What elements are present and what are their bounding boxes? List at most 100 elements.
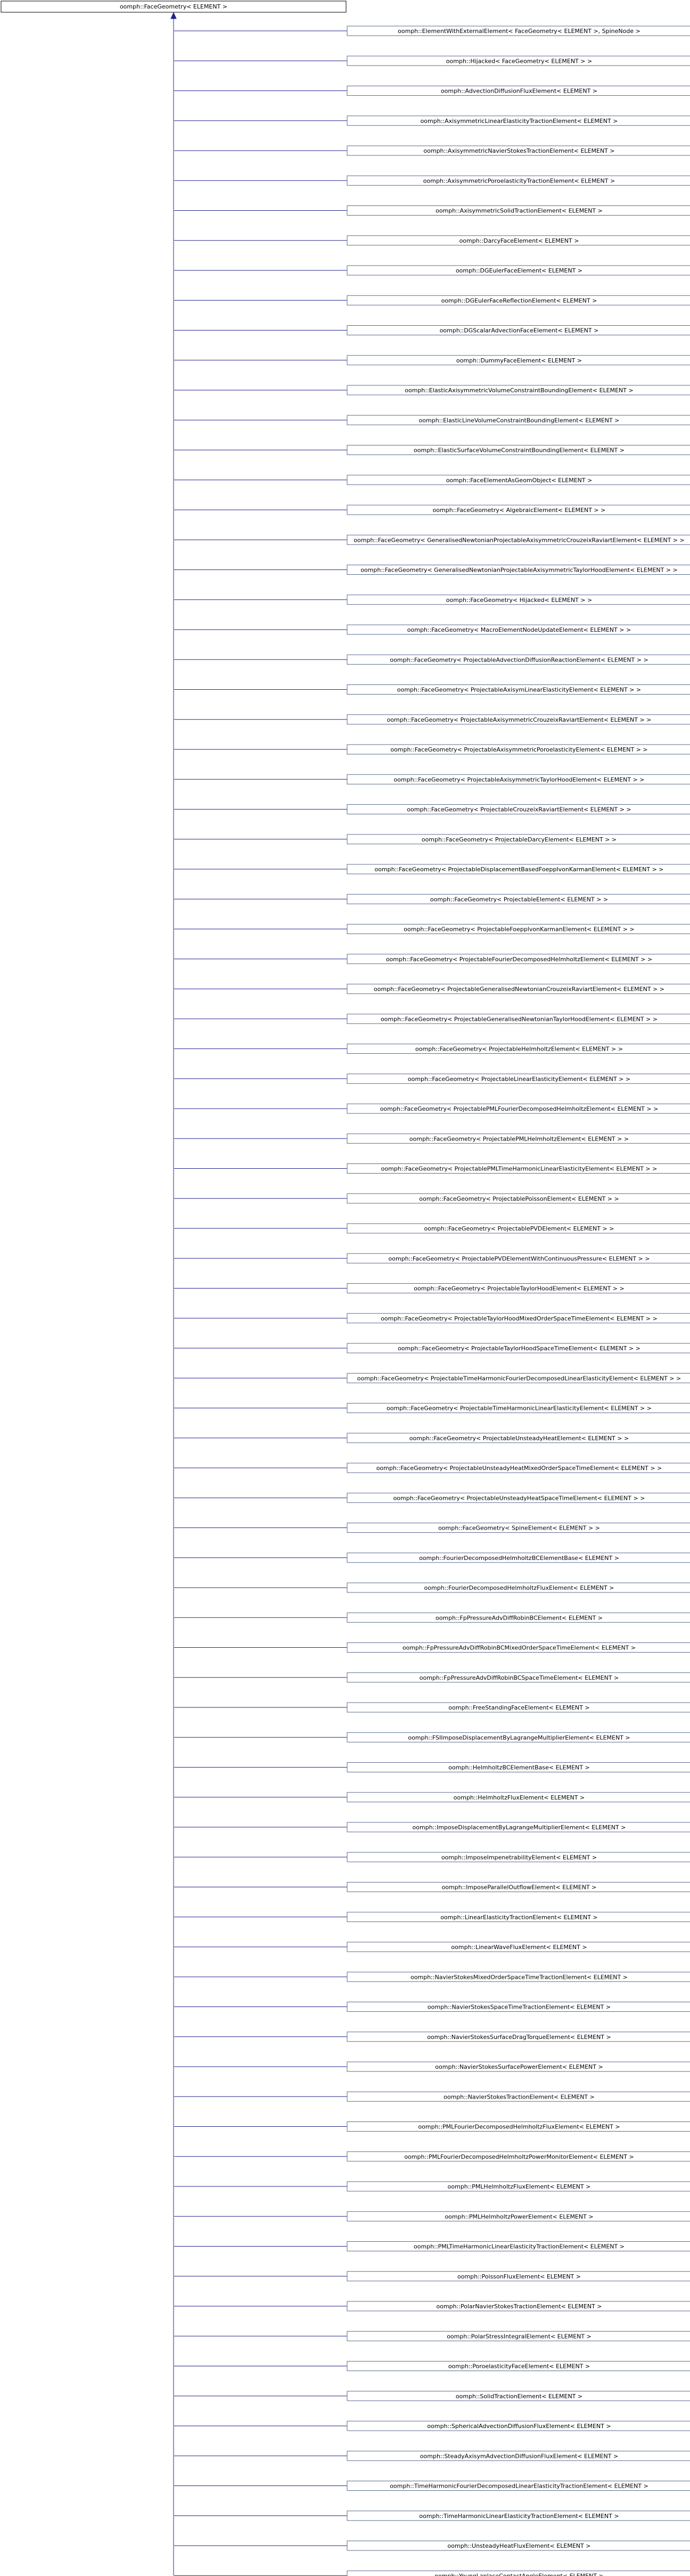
- derived-class-node[interactable]: oomph::ElasticSurfaceVolumeConstraintBou…: [347, 445, 690, 455]
- derived-class-node[interactable]: oomph::FaceGeometry< GeneralisedNewtonia…: [347, 534, 690, 545]
- derived-class-node[interactable]: oomph::NavierStokesMixedOrderSpaceTimeTr…: [347, 1971, 690, 1982]
- derived-class-node[interactable]: oomph::FaceGeometry< ProjectablePMLHelmh…: [347, 1133, 690, 1144]
- derived-class-node[interactable]: oomph::PMLFourierDecomposedHelmholtzPowe…: [347, 2151, 690, 2162]
- derived-class-node[interactable]: oomph::DummyFaceElement< ELEMENT >: [347, 355, 690, 366]
- derived-class-box: [347, 115, 690, 126]
- derived-class-node[interactable]: oomph::PoissonFluxElement< ELEMENT >: [347, 2271, 690, 2282]
- inheritance-edges: [170, 12, 347, 2576]
- derived-class-node[interactable]: oomph::ElasticLineVolumeConstraintBoundi…: [347, 415, 690, 425]
- derived-class-node[interactable]: oomph::FaceGeometry< SpineElement< ELEME…: [347, 1523, 690, 1533]
- derived-class-node[interactable]: oomph::FaceGeometry< Hijacked< ELEMENT >…: [347, 595, 690, 605]
- derived-class-node[interactable]: oomph::FaceGeometry< ProjectableAxisymme…: [347, 774, 690, 785]
- derived-class-node[interactable]: oomph::FaceGeometry< ProjectablePMLFouri…: [347, 1103, 690, 1114]
- derived-class-node[interactable]: oomph::PoroelasticityFaceElement< ELEMEN…: [347, 2361, 690, 2371]
- root-node[interactable]: oomph::FaceGeometry< ELEMENT >: [1, 1, 347, 13]
- derived-class-node[interactable]: oomph::FaceGeometry< ProjectableCrouzeix…: [347, 804, 690, 814]
- derived-class-node[interactable]: oomph::FpPressureAdvDiffRobinBCSpaceTime…: [347, 1672, 690, 1683]
- derived-class-node[interactable]: oomph::ImposeDisplacementByLagrangeMulti…: [347, 1822, 690, 1832]
- derived-class-node[interactable]: oomph::AxisymmetricLinearElasticityTract…: [347, 115, 690, 126]
- derived-class-node[interactable]: oomph::FaceGeometry< ProjectableTimeHarm…: [347, 1373, 690, 1383]
- derived-class-node[interactable]: oomph::FaceGeometry< ProjectableDisplace…: [347, 864, 690, 874]
- derived-class-label: oomph::PMLHelmholtzFluxElement< ELEMENT …: [448, 2183, 591, 2190]
- derived-class-label: oomph::SteadyAxisymAdvectionDiffusionFlu…: [420, 2453, 618, 2459]
- derived-class-node[interactable]: oomph::PMLFourierDecomposedHelmholtzFlux…: [347, 2121, 690, 2132]
- derived-class-node[interactable]: oomph::Hijacked< FaceGeometry< ELEMENT >…: [347, 55, 690, 66]
- derived-class-node[interactable]: oomph::FaceGeometry< ProjectableTaylorHo…: [347, 1343, 690, 1353]
- derived-class-node[interactable]: oomph::DGEulerFaceReflectionElement< ELE…: [347, 295, 690, 306]
- derived-class-node[interactable]: oomph::FaceGeometry< ProjectablePVDEleme…: [347, 1253, 690, 1264]
- derived-class-node[interactable]: oomph::FaceGeometry< MacroElementNodeUpd…: [347, 624, 690, 635]
- derived-class-node[interactable]: oomph::NavierStokesTractionElement< ELEM…: [347, 2091, 690, 2102]
- derived-class-node[interactable]: oomph::AxisymmetricPoroelasticityTractio…: [347, 175, 690, 186]
- derived-class-node[interactable]: oomph::FaceGeometry< ProjectableFoepplvo…: [347, 924, 690, 934]
- derived-class-node[interactable]: oomph::LinearWaveFluxElement< ELEMENT >: [347, 1942, 690, 1952]
- derived-class-node[interactable]: oomph::SolidTractionElement< ELEMENT >: [347, 2391, 690, 2401]
- derived-class-node[interactable]: oomph::FaceGeometry< ProjectableGenerali…: [347, 984, 690, 994]
- derived-class-node[interactable]: oomph::FaceElementAsGeomObject< ELEMENT …: [347, 475, 690, 485]
- derived-class-node[interactable]: oomph::FreeStandingFaceElement< ELEMENT …: [347, 1702, 690, 1713]
- derived-class-node[interactable]: oomph::NavierStokesSurfaceDragTorqueElem…: [347, 2032, 690, 2042]
- derived-class-node[interactable]: oomph::ImposeParallelOutflowElement< ELE…: [347, 1882, 690, 1892]
- derived-class-node[interactable]: oomph::FaceGeometry< ProjectablePMLTimeH…: [347, 1163, 690, 1174]
- derived-class-label: oomph::FaceGeometry< MacroElementNodeUpd…: [407, 626, 631, 633]
- derived-class-node[interactable]: oomph::FaceGeometry< ProjectablePoissonE…: [347, 1193, 690, 1204]
- derived-class-node[interactable]: oomph::FourierDecomposedHelmholtzFluxEle…: [347, 1582, 690, 1593]
- derived-class-node[interactable]: oomph::FaceGeometry< AlgebraicElement< E…: [347, 505, 690, 515]
- derived-class-node[interactable]: oomph::FaceGeometry< ProjectableHelmholt…: [347, 1044, 690, 1054]
- derived-class-node[interactable]: oomph::YoungLaplaceContactAngleElement< …: [347, 2570, 690, 2576]
- derived-class-node[interactable]: oomph::ElasticAxisymmetricVolumeConstrai…: [347, 385, 690, 395]
- derived-class-node[interactable]: oomph::FpPressureAdvDiffRobinBCMixedOrde…: [347, 1642, 690, 1653]
- derived-class-node[interactable]: oomph::NavierStokesSurfacePowerElement< …: [347, 2061, 690, 2072]
- derived-class-node[interactable]: oomph::FpPressureAdvDiffRobinBCElement< …: [347, 1612, 690, 1623]
- derived-class-node[interactable]: oomph::PMLHelmholtzPowerElement< ELEMENT…: [347, 2211, 690, 2222]
- derived-class-label: oomph::Hijacked< FaceGeometry< ELEMENT >…: [446, 57, 592, 64]
- derived-class-node[interactable]: oomph::FaceGeometry< GeneralisedNewtonia…: [347, 565, 690, 575]
- derived-class-label: oomph::FaceGeometry< AlgebraicElement< E…: [433, 507, 606, 514]
- derived-class-node[interactable]: oomph::DGScalarAdvectionFaceElement< ELE…: [347, 325, 690, 335]
- derived-class-node[interactable]: oomph::PMLHelmholtzFluxElement< ELEMENT …: [347, 2181, 690, 2192]
- derived-class-node[interactable]: oomph::FaceGeometry< ProjectableDarcyEle…: [347, 834, 690, 845]
- root-node-label: oomph::FaceGeometry< ELEMENT >: [120, 3, 227, 10]
- derived-class-node[interactable]: oomph::SphericalAdvectionDiffusionFluxEl…: [347, 2421, 690, 2431]
- derived-class-node[interactable]: oomph::FaceGeometry< ProjectableGenerali…: [347, 1013, 690, 1024]
- derived-class-node[interactable]: oomph::AdvectionDiffusionFluxElement< EL…: [347, 86, 690, 96]
- derived-class-node[interactable]: oomph::ImposeImpenetrabilityElement< ELE…: [347, 1852, 690, 1862]
- derived-class-node[interactable]: oomph::FaceGeometry< ProjectableElement<…: [347, 894, 690, 904]
- derived-class-node[interactable]: oomph::PolarStressIntegralElement< ELEME…: [347, 2331, 690, 2341]
- derived-class-node[interactable]: oomph::FaceGeometry< ProjectableAdvectio…: [347, 654, 690, 665]
- derived-class-node[interactable]: oomph::FaceGeometry< ProjectableTaylorHo…: [347, 1283, 690, 1293]
- derived-class-node[interactable]: oomph::PMLTimeHarmonicLinearElasticityTr…: [347, 2241, 690, 2251]
- derived-class-node[interactable]: oomph::FaceGeometry< ProjectableUnsteady…: [347, 1492, 690, 1503]
- derived-class-node[interactable]: oomph::FaceGeometry< ProjectableUnsteady…: [347, 1433, 690, 1443]
- derived-class-node[interactable]: oomph::FaceGeometry< ProjectableAxisymLi…: [347, 684, 690, 695]
- derived-class-node[interactable]: oomph::FourierDecomposedHelmholtzBCEleme…: [347, 1553, 690, 1563]
- derived-class-node[interactable]: oomph::SteadyAxisymAdvectionDiffusionFlu…: [347, 2450, 690, 2461]
- derived-class-node[interactable]: oomph::FaceGeometry< ProjectableAxisymme…: [347, 744, 690, 755]
- derived-class-node[interactable]: oomph::FSIImposeDisplacementByLagrangeMu…: [347, 1732, 690, 1743]
- derived-class-node[interactable]: oomph::TimeHarmonicLinearElasticityTract…: [347, 2511, 690, 2521]
- derived-class-node[interactable]: oomph::HelmholtzBCElementBase< ELEMENT >: [347, 1762, 690, 1772]
- derived-class-node[interactable]: oomph::FaceGeometry< ProjectableTimeHarm…: [347, 1403, 690, 1413]
- derived-class-node[interactable]: oomph::PolarNavierStokesTractionElement<…: [347, 2301, 690, 2311]
- derived-class-node[interactable]: oomph::NavierStokesSpaceTimeTractionElem…: [347, 2002, 690, 2012]
- derived-class-node[interactable]: oomph::FaceGeometry< ProjectableUnsteady…: [347, 1463, 690, 1473]
- derived-class-label: oomph::FaceGeometry< ProjectableDarcyEle…: [422, 836, 617, 843]
- derived-class-node[interactable]: oomph::AxisymmetricSolidTractionElement<…: [347, 205, 690, 216]
- derived-class-box: [347, 2391, 690, 2401]
- derived-class-node[interactable]: oomph::FaceGeometry< ProjectableLinearEl…: [347, 1074, 690, 1084]
- derived-class-node[interactable]: oomph::UnsteadyHeatFluxElement< ELEMENT …: [347, 2540, 690, 2551]
- derived-class-node[interactable]: oomph::HelmholtzFluxElement< ELEMENT >: [347, 1792, 690, 1803]
- derived-class-node[interactable]: oomph::LinearElasticityTractionElement< …: [347, 1912, 690, 1922]
- derived-class-node[interactable]: oomph::FaceGeometry< ProjectablePVDEleme…: [347, 1223, 690, 1234]
- derived-class-node[interactable]: oomph::FaceGeometry< ProjectableTaylorHo…: [347, 1313, 690, 1324]
- derived-class-node[interactable]: oomph::FaceGeometry< ProjectableAxisymme…: [347, 714, 690, 725]
- derived-class-node[interactable]: oomph::ElementWithExternalElement< FaceG…: [347, 26, 690, 36]
- derived-class-node[interactable]: oomph::FaceGeometry< ProjectableFourierD…: [347, 954, 690, 964]
- derived-class-label: oomph::PMLFourierDecomposedHelmholtzPowe…: [404, 2153, 634, 2160]
- derived-class-box: [347, 86, 690, 96]
- derived-class-node[interactable]: oomph::DarcyFaceElement< ELEMENT >: [347, 235, 690, 246]
- derived-class-node[interactable]: oomph::DGEulerFaceElement< ELEMENT >: [347, 265, 690, 276]
- derived-class-node[interactable]: oomph::AxisymmetricNavierStokesTractionE…: [347, 145, 690, 156]
- derived-class-node[interactable]: oomph::TimeHarmonicFourierDecomposedLine…: [347, 2481, 690, 2491]
- derived-class-label: oomph::YoungLaplaceContactAngleElement< …: [434, 2572, 603, 2576]
